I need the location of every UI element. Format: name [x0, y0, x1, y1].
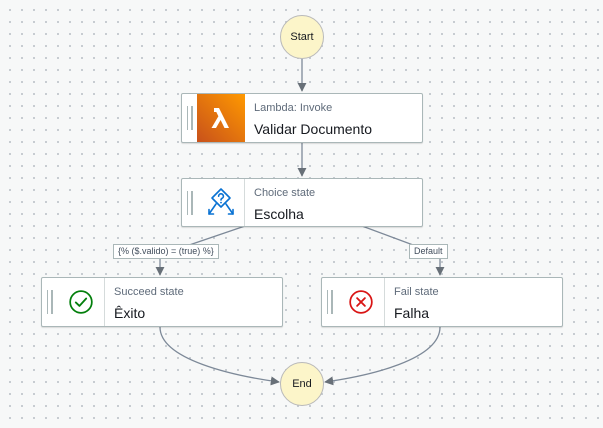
state-validar-documento[interactable]: Lambda: Invoke Validar Documento	[181, 93, 423, 143]
start-label: Start	[290, 31, 314, 43]
state-type-label: Fail state	[394, 286, 439, 298]
state-falha[interactable]: Fail state Falha	[321, 277, 563, 327]
drag-handle-icon[interactable]	[322, 278, 337, 326]
check-circle-icon	[57, 278, 105, 326]
state-exito[interactable]: Succeed state Êxito	[41, 277, 283, 327]
edge-fail-to-end	[324, 326, 441, 386]
end-node: End	[280, 362, 324, 406]
state-type-label: Succeed state	[114, 286, 184, 298]
drag-handle-icon[interactable]	[182, 94, 197, 142]
state-escolha[interactable]: Choice state Escolha	[181, 178, 423, 227]
edge-succeed-to-end	[159, 326, 280, 386]
x-circle-icon	[337, 278, 385, 326]
state-name-label: Validar Documento	[254, 121, 373, 137]
state-name-label: Escolha	[254, 206, 304, 222]
state-type-label: Choice state	[254, 187, 316, 199]
edge-label-condition: {% ($.valido) = (true) %}	[113, 244, 219, 259]
state-type-label: Lambda: Invoke	[254, 102, 333, 114]
start-node: Start	[280, 15, 324, 59]
edge-label-default: Default	[409, 244, 448, 259]
state-name-label: Falha	[394, 305, 430, 321]
choice-icon	[197, 179, 245, 226]
lambda-icon	[197, 94, 245, 142]
drag-handle-icon[interactable]	[42, 278, 57, 326]
state-name-label: Êxito	[114, 305, 146, 321]
end-label: End	[292, 378, 312, 390]
drag-handle-icon[interactable]	[182, 179, 197, 226]
